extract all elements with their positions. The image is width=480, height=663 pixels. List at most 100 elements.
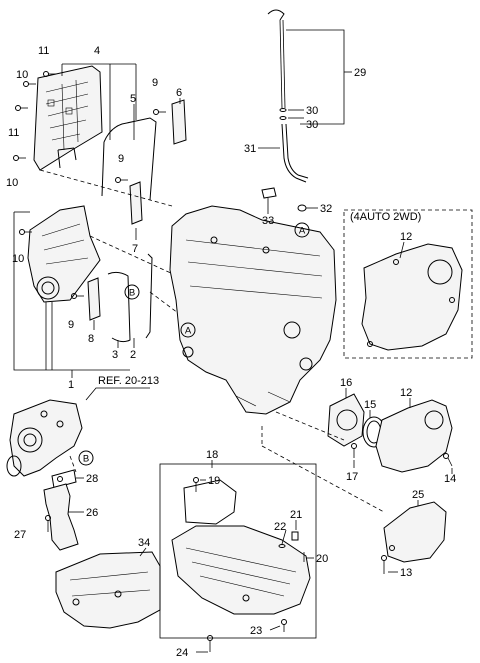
- cover-bracket-6: [171, 99, 187, 145]
- ref-text: REF. 20-213: [98, 375, 159, 387]
- label-7: 7: [132, 243, 138, 255]
- oil-strainer: [43, 483, 79, 551]
- lower-timing-cover: [27, 205, 101, 303]
- label-12: 12: [400, 387, 412, 399]
- bolt-10-lowercover: [19, 229, 32, 235]
- label-29: 29: [354, 67, 366, 79]
- label-22: 22: [274, 521, 286, 533]
- bolt-10-top: [23, 81, 36, 87]
- bolt-27: [45, 515, 51, 532]
- label-16: 16: [340, 377, 352, 389]
- guide-tube-o-ring: [297, 204, 307, 212]
- variant-box: [343, 209, 473, 359]
- label-30-upper: 30: [306, 105, 318, 117]
- label-9-mid: 9: [118, 153, 124, 165]
- bolt-9-lower: [71, 293, 84, 299]
- label-8: 8: [88, 333, 94, 345]
- label-33: 33: [262, 215, 274, 227]
- svg-text:B: B: [83, 454, 89, 465]
- label-10-mid: 10: [6, 177, 18, 189]
- label-18: 18: [206, 449, 218, 461]
- label-2: 2: [130, 349, 136, 361]
- oil-pan-gasket: [183, 479, 237, 525]
- leader-lines: [45, 29, 453, 653]
- bolt-13: [381, 555, 387, 574]
- label-32: 32: [320, 203, 332, 215]
- label-4: 4: [94, 45, 100, 57]
- label-20: 20: [316, 553, 328, 565]
- label-3: 3: [112, 349, 118, 361]
- label-11-top: 11: [38, 45, 49, 57]
- oil-pan: [171, 525, 311, 615]
- label-25: 25: [412, 489, 424, 501]
- label-30-lower: 30: [306, 119, 318, 131]
- svg-text:A: A: [299, 226, 306, 237]
- bolt-14: [443, 453, 453, 467]
- label-21: 21: [290, 509, 302, 521]
- callout-a-top: A: [294, 222, 310, 238]
- label-28: 28: [86, 473, 98, 485]
- label-11-mid: 11: [8, 127, 19, 139]
- label-13: 13: [400, 567, 412, 579]
- lower-cover-group-frame: [13, 211, 130, 371]
- label-27: 27: [14, 529, 26, 541]
- rear-plate: [375, 399, 453, 473]
- drain-plug: [291, 531, 299, 541]
- label-23: 23: [250, 625, 262, 637]
- label-34: 34: [138, 537, 150, 549]
- part-labels: 11 4 10 9 6 5 11 9 10 7 10 9 8 3 2 1 REF…: [6, 45, 456, 659]
- svg-text:A: A: [185, 326, 192, 337]
- label-10-top: 10: [16, 69, 28, 81]
- bolt-9-mid: [115, 177, 128, 183]
- bolt-9-upper: [153, 109, 166, 115]
- cover-bracket-7: [129, 181, 143, 225]
- label-6: 6: [176, 87, 182, 99]
- svg-text:B: B: [129, 288, 135, 299]
- label-14: 14: [444, 473, 456, 485]
- label-9-top: 9: [152, 77, 158, 89]
- callout-b-pump: B: [78, 450, 94, 466]
- engine-block: [169, 205, 337, 415]
- label-15: 15: [364, 399, 376, 411]
- callout-a-engine: A: [180, 322, 196, 338]
- strainer-gasket: [51, 469, 77, 489]
- label-12-box: 12: [400, 231, 412, 243]
- label-5: 5: [130, 93, 136, 105]
- bolt-10-lower: [13, 155, 26, 161]
- lower-cover-gasket: [107, 271, 131, 343]
- dipstick-o-ring-upper: [279, 108, 287, 112]
- oil-pump: [9, 399, 83, 477]
- label-1: 1: [68, 379, 74, 391]
- label-19: 19: [208, 475, 220, 487]
- guide-tube-bolt: [261, 187, 277, 206]
- bolt-24: [207, 635, 213, 652]
- bolt-11-mid: [15, 105, 28, 111]
- upper-timing-cover: [33, 65, 103, 171]
- bolt-19: [193, 477, 199, 492]
- oil-pan-group-frame: [159, 463, 317, 639]
- oil-dipstick: [267, 9, 286, 109]
- lower-oil-baffle: [55, 551, 161, 629]
- bolt-23: [281, 619, 287, 632]
- rear-plate-4auto: [361, 243, 463, 351]
- bolt-17: [351, 443, 357, 458]
- drain-plug-gasket: [278, 544, 286, 548]
- variant-box-title: (4AUTO 2WD): [350, 211, 421, 223]
- label-9-lower: 9: [68, 319, 74, 331]
- label-24: 24: [176, 647, 188, 659]
- callout-b-belt: B: [124, 284, 140, 300]
- cover-gasket: [57, 147, 77, 169]
- lower-seal-strip-2: [145, 253, 153, 339]
- label-31: 31: [244, 143, 256, 155]
- rear-oil-seal-case: [327, 393, 365, 447]
- label-10-lower: 10: [12, 253, 24, 265]
- dipstick-o-ring-lower: [279, 116, 287, 120]
- dipstick-guide-tube: [281, 123, 309, 183]
- lower-cover-bracket-8: [87, 277, 101, 321]
- oil-pump-seal: [6, 455, 22, 477]
- bolt-11-top: [43, 71, 56, 77]
- rear-cover-plate: [383, 501, 447, 563]
- label-17: 17: [346, 471, 358, 483]
- label-26: 26: [86, 507, 98, 519]
